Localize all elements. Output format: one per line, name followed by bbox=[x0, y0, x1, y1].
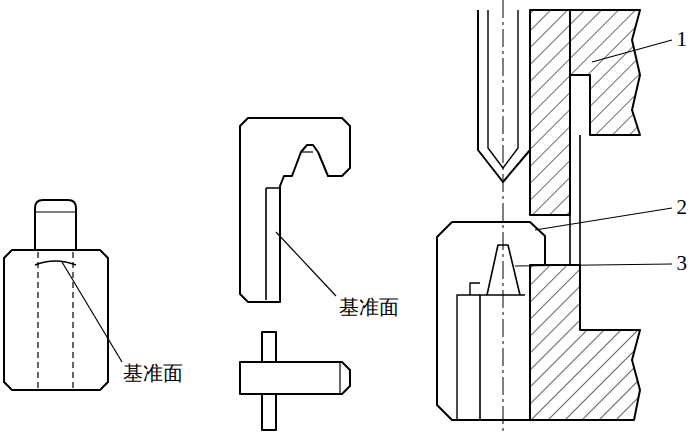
callout-number: 2 bbox=[676, 196, 689, 219]
callout-number: 3 bbox=[676, 252, 689, 275]
punch-assembly bbox=[437, 0, 672, 434]
callout-number: 1 bbox=[676, 28, 689, 51]
reference-surface-label: 基准面 bbox=[122, 362, 184, 384]
bracket-part bbox=[240, 118, 350, 302]
side-view-part bbox=[240, 332, 350, 430]
reference-surface-label: 基准面 bbox=[338, 296, 400, 318]
locating-pin bbox=[4, 200, 122, 390]
